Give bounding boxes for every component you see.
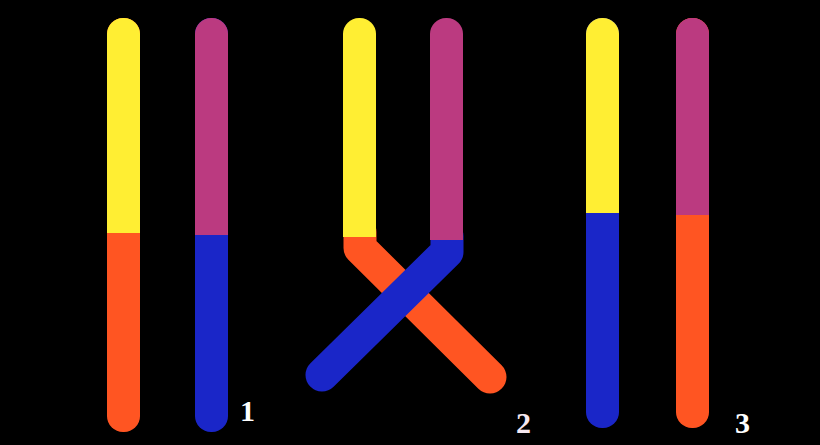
stage-number: 2 <box>516 408 531 438</box>
chromosome-arm <box>107 18 140 233</box>
chromosome <box>676 18 709 428</box>
chromosome-pair-1 <box>107 18 228 432</box>
chromosome-arm <box>195 60 228 235</box>
stage-number: 3 <box>735 408 750 438</box>
chromosome-arm <box>430 18 463 240</box>
chromosome-arm <box>343 18 376 237</box>
chromosome-arm <box>430 60 463 240</box>
chromosome-arm <box>676 60 709 215</box>
chromosome <box>107 18 140 432</box>
chromosome <box>195 18 228 432</box>
chromosome-arm <box>107 60 140 233</box>
stage-number: 1 <box>240 396 255 426</box>
chromosome-arm <box>322 236 447 375</box>
chromosome-pair-2 <box>322 18 490 377</box>
chromosome <box>586 18 619 428</box>
chromosome-arm <box>676 18 709 215</box>
chromosome-pair-3 <box>586 18 709 428</box>
chromosome-arm <box>586 18 619 213</box>
chromosome-arm <box>343 60 376 237</box>
chromosome-arm <box>195 18 228 235</box>
chromosome-arm <box>586 60 619 213</box>
